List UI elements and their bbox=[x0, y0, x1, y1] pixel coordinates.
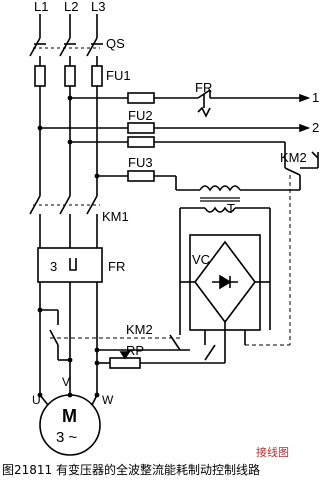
label-l3: L3 bbox=[91, 0, 105, 14]
label-out-2: 2 bbox=[312, 120, 319, 135]
label-km2-bottom: KM2 bbox=[126, 322, 153, 337]
label-km2-top: KM2 bbox=[280, 150, 307, 165]
label-fu3: FU3 bbox=[128, 155, 153, 170]
label-out-1: 1 bbox=[312, 90, 319, 105]
label-l2: L2 bbox=[64, 0, 78, 14]
label-rp: RP bbox=[126, 343, 144, 358]
label-l1: L1 bbox=[34, 0, 48, 14]
label-fr-block: FR bbox=[108, 259, 125, 274]
watermark: 接线图 bbox=[256, 445, 289, 459]
label-fu1: FU1 bbox=[106, 68, 131, 83]
caption: 图21811 有变压器的全波整流能耗制动控制线路 bbox=[2, 462, 260, 477]
label-motor-phase: 3 ~ bbox=[56, 429, 78, 446]
label-vc: VC bbox=[192, 252, 210, 267]
label-u: U bbox=[32, 393, 41, 407]
label-fr-num: 3 bbox=[50, 259, 57, 274]
label-qs: QS bbox=[106, 36, 125, 51]
label-v: V bbox=[62, 375, 70, 389]
label-fu2: FU2 bbox=[128, 108, 153, 123]
label-motor-m: M bbox=[62, 406, 77, 426]
label-fr-contact: FR bbox=[195, 80, 212, 95]
label-w: W bbox=[102, 393, 114, 407]
label-transformer: T bbox=[227, 201, 235, 216]
label-km1: KM1 bbox=[102, 209, 129, 224]
